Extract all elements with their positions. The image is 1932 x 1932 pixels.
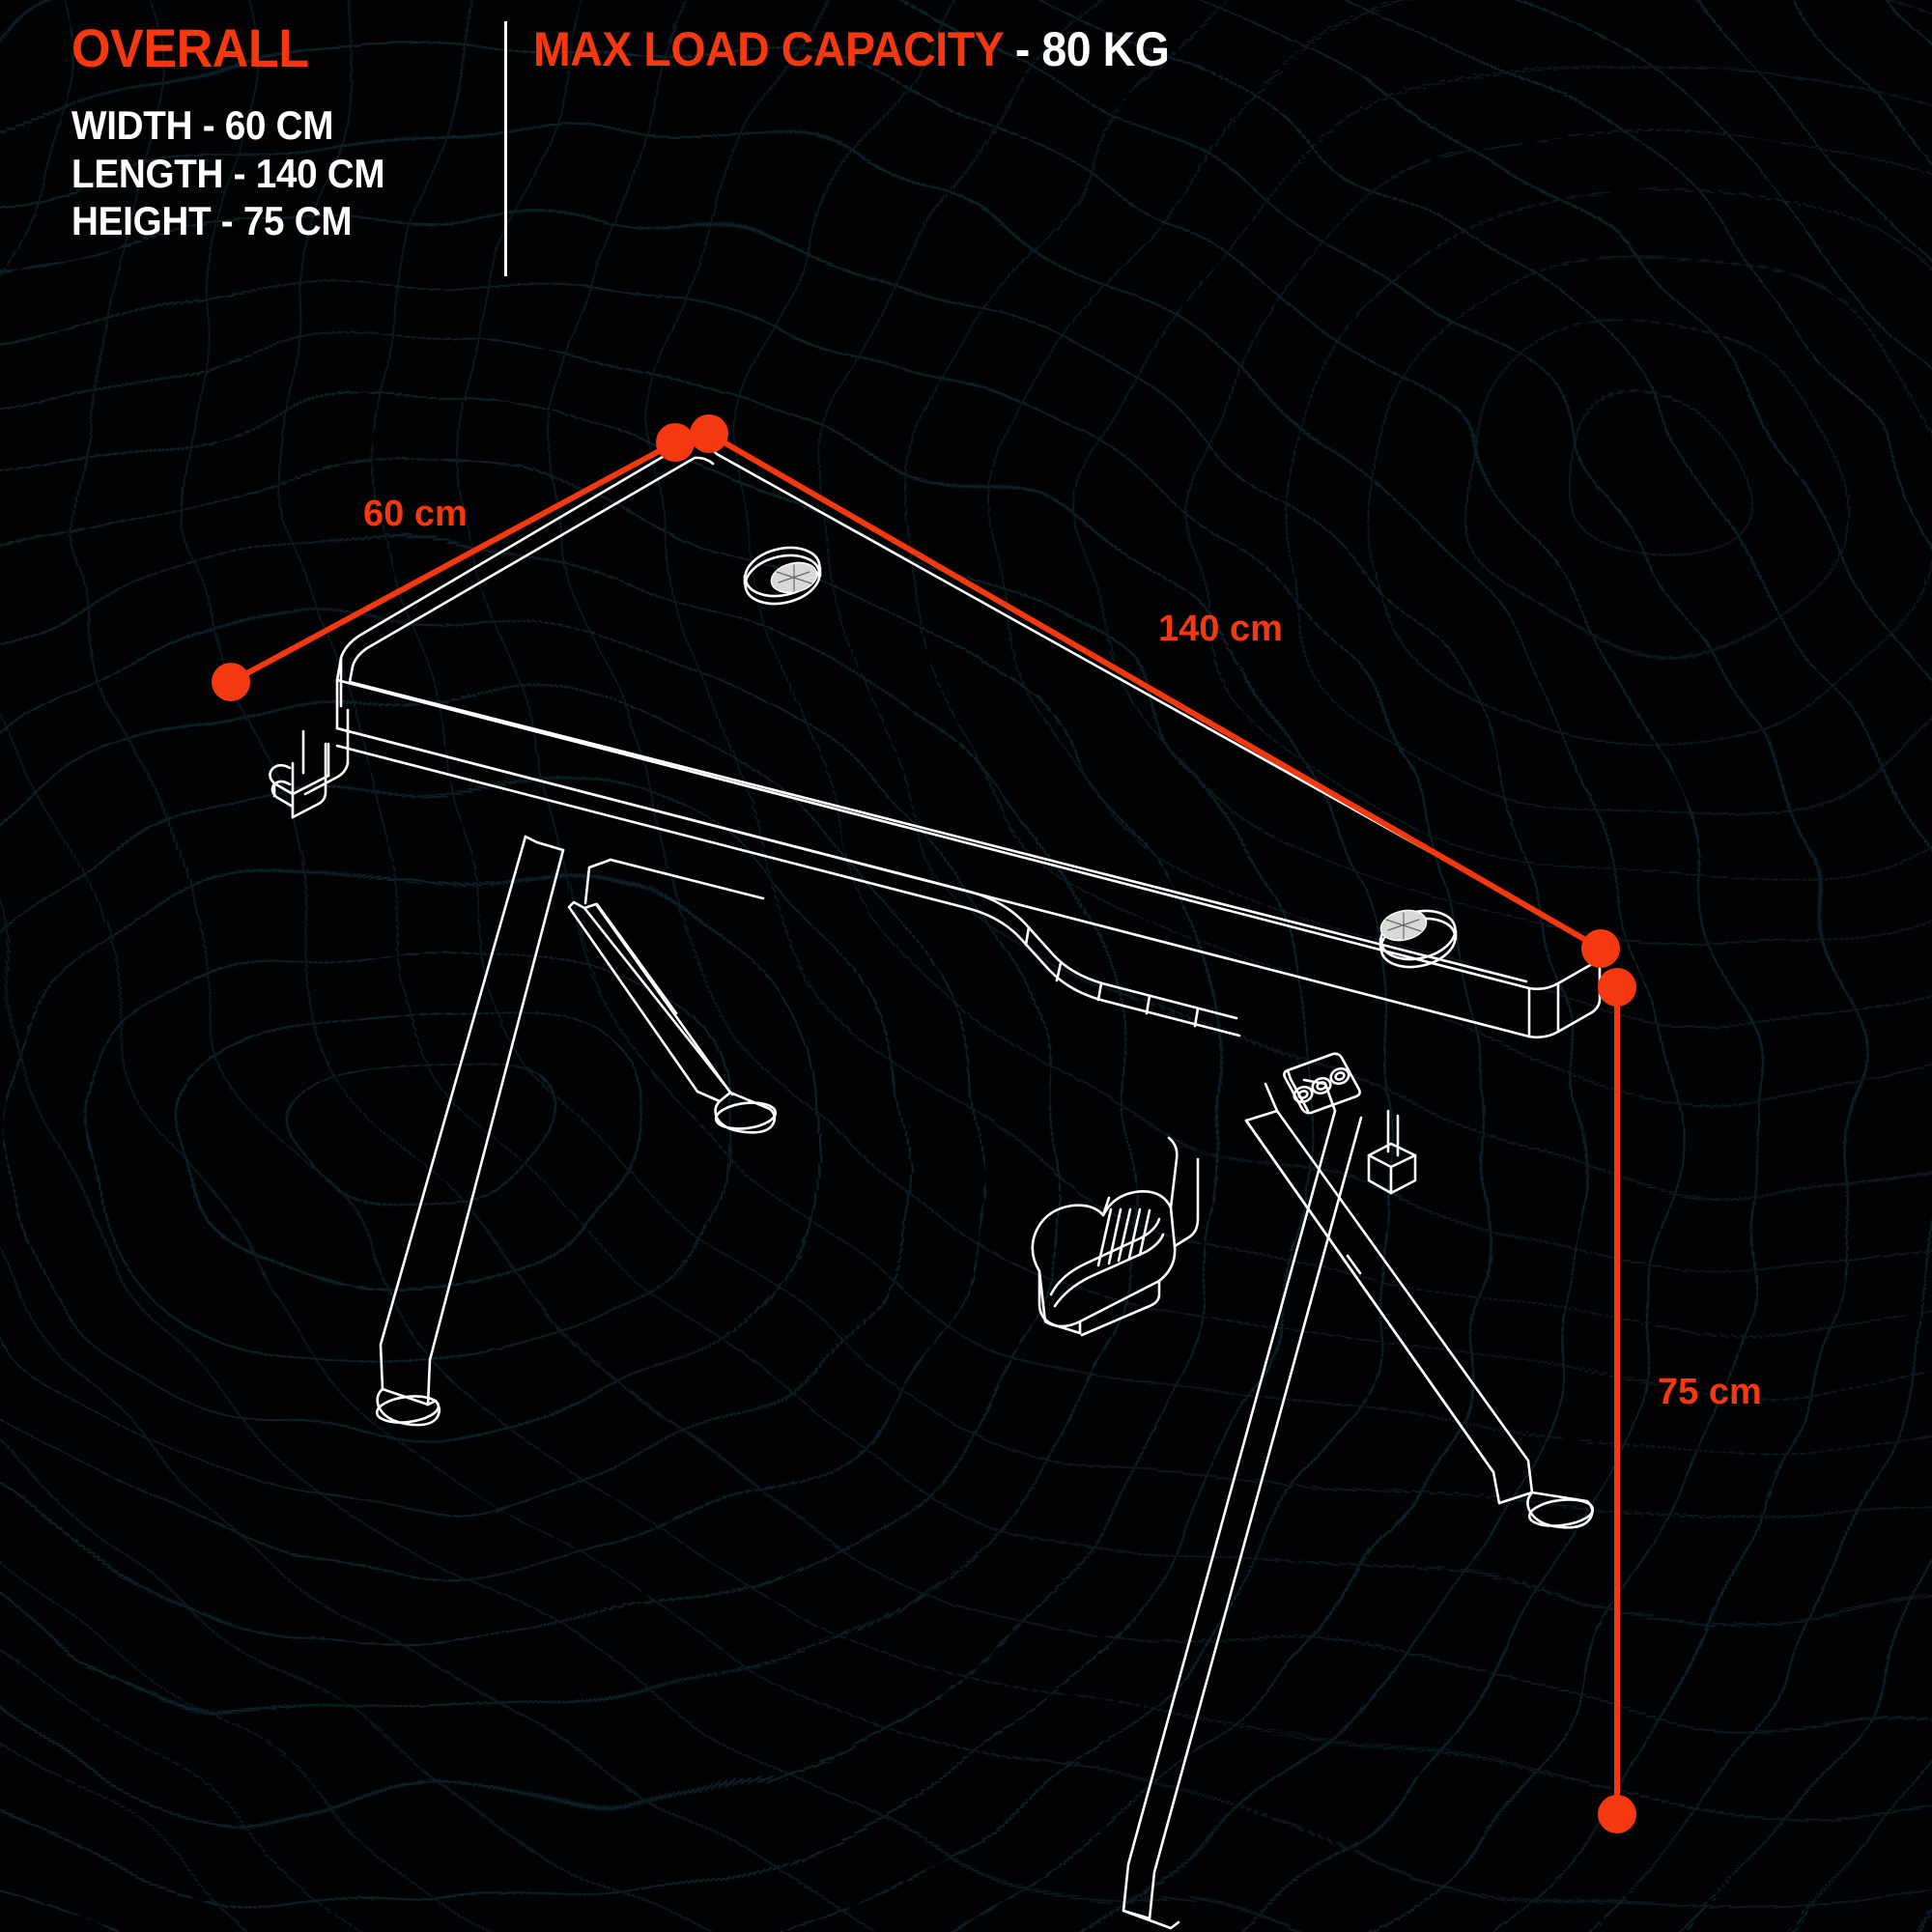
- headphone-hook-left: [269, 708, 350, 819]
- header-divider: [504, 21, 507, 276]
- spec-list: WIDTH - 60 CM LENGTH - 140 CM HEIGHT - 7…: [71, 101, 412, 245]
- cup-holder: [1031, 1136, 1200, 1337]
- cable-grommet-left: [743, 546, 822, 606]
- desk-front-apron: [335, 726, 1241, 1037]
- max-load-value: - 80 KG: [1014, 22, 1170, 76]
- control-panel-buttons: [1293, 1066, 1350, 1104]
- max-load-capacity: MAX LOAD CAPACITY - 80 KG: [533, 22, 1170, 76]
- dimension-label-width: 60 cm: [363, 494, 468, 534]
- cable-clip: [1367, 1109, 1417, 1195]
- dimension-height: [1598, 968, 1636, 1833]
- dimension-label-height: 75 cm: [1658, 1372, 1762, 1412]
- max-load-label: MAX LOAD CAPACITY: [533, 22, 1004, 76]
- dimension-lines: [212, 414, 1636, 1833]
- header: OVERALL WIDTH - 60 CM LENGTH - 140 CM HE…: [0, 0, 1932, 290]
- dimension-length: [690, 414, 1620, 968]
- dimension-width: [212, 423, 695, 701]
- spec-height: HEIGHT - 75 CM: [71, 198, 353, 244]
- leg-frame-left: [375, 835, 778, 1427]
- desk-edge-right: [335, 726, 1602, 1039]
- spec-length: LENGTH - 140 CM: [71, 150, 385, 196]
- desk-edge-left: [335, 656, 343, 730]
- desk-top-bevel: [348, 456, 1528, 983]
- control-panel: [1283, 1052, 1361, 1115]
- dimension-label-length: 140 cm: [1158, 609, 1283, 649]
- cable-grommet-right: [1378, 909, 1458, 969]
- page-title: OVERALL: [71, 17, 309, 78]
- spec-width: WIDTH - 60 CM: [71, 102, 334, 148]
- leg-frame-right: [1122, 1078, 1595, 1930]
